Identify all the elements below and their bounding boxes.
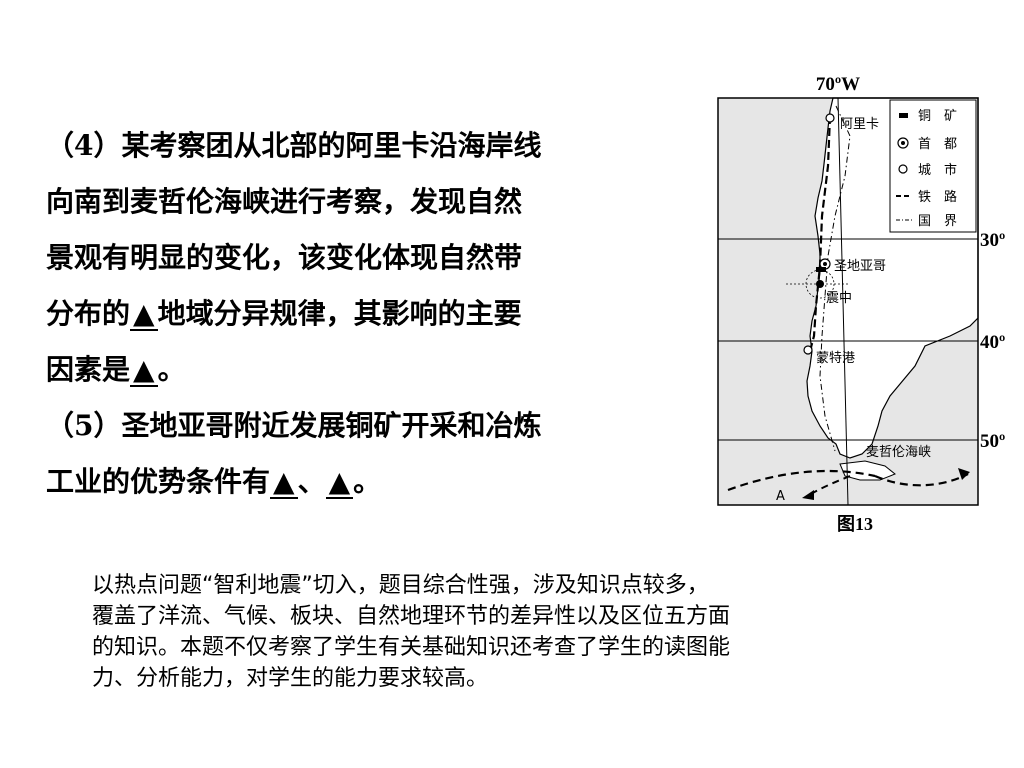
legend-copper-label: 铜 矿 [918, 109, 957, 124]
question-line-7: 工业的优势条件有▲、▲。 [46, 454, 656, 510]
note-line-1: 以热点问题“智利地震”切入，题目综合性强，涉及知识点较多， [92, 573, 709, 598]
meridian-70w [837, 97, 849, 506]
legend-border-label: 国 界 [918, 214, 957, 229]
question-line-7-before: 工业的优势条件有 [46, 465, 271, 498]
copper-mine-marker [816, 267, 826, 272]
copper-legend-icon [899, 113, 908, 118]
legend-railway-label: 铁 路 [918, 189, 957, 205]
legend-city-label: 城 市 [918, 162, 957, 178]
current-branch [807, 475, 851, 497]
city-legend-icon [898, 164, 908, 174]
note-line-4: 力、分析能力，对学生的能力要求较高。 [92, 666, 489, 691]
question-line-1: （4）某考察团从北部的阿里卡沿海岸线 [46, 129, 542, 162]
commentary-note: 以热点问题“智利地震”切入，题目综合性强，涉及知识点较多， 覆盖了洋流、气候、板… [92, 570, 942, 694]
longitude-label: 70ºW [816, 74, 860, 95]
question-line-5-after: 。 [157, 353, 186, 386]
question-line-7-after: 。 [353, 465, 382, 498]
current-arrowhead-branch [802, 490, 814, 500]
current-arrowhead-east [958, 468, 970, 480]
question-text: （4）某考察团从北部的阿里卡沿海岸线 向南到麦哲伦海峡进行考察，发现自然 景观有… [46, 118, 656, 510]
question-line-4: 分布的▲地域分异规律，其影响的主要 [46, 286, 656, 342]
current-label-a: A [776, 489, 785, 504]
magellan-strait-label: 麦哲伦海峡 [866, 445, 931, 460]
santiago-label: 圣地亚哥 [834, 259, 886, 274]
question-line-4-before: 分布的 [46, 297, 131, 330]
question-line-5: 因素是▲。 [46, 342, 656, 398]
chile-map: 70ºW 铜 矿 首 都 城 市 铁 路 国 界 阿里 [717, 74, 1005, 534]
puerto-montt-label: 蒙特港 [816, 351, 855, 366]
question-line-7-sep: 、 [297, 465, 326, 498]
lat-label-30: 30º [980, 230, 1005, 251]
answer-blank-1: ▲ [130, 299, 158, 331]
chile-map-figure: 70ºW 铜 矿 首 都 城 市 铁 路 国 界 阿里 [700, 66, 1005, 546]
answer-blank-4: ▲ [325, 467, 354, 499]
lat-label-50: 50º [980, 431, 1005, 452]
current-arrow-east [874, 473, 969, 487]
current-arrow-west [727, 469, 876, 492]
answer-blank-3: ▲ [270, 467, 298, 499]
epicenter-marker [816, 280, 824, 288]
lat-label-40: 40º [980, 332, 1005, 353]
answer-blank-2: ▲ [130, 355, 158, 387]
note-line-2: 覆盖了洋流、气候、板块、自然地理环节的差异性以及区位五方面 [92, 604, 731, 629]
note-line-3: 的知识。本题不仅考察了学生有关基础知识还考查了学生的读图能 [92, 635, 731, 660]
map-frame [717, 97, 979, 506]
arica-label: 阿里卡 [840, 117, 879, 132]
question-line-6: （5）圣地亚哥附近发展铜矿开采和冶炼 [46, 409, 542, 442]
question-line-5-before: 因素是 [46, 353, 131, 386]
santiago-capital-dot [823, 262, 827, 266]
question-line-3: 景观有明显的变化，该变化体现自然带 [46, 241, 523, 274]
arica-city-marker [825, 113, 835, 123]
figure-caption: 图13 [837, 514, 873, 534]
capital-legend-dot [901, 141, 905, 145]
capital-legend-icon [897, 137, 909, 149]
puerto-montt-marker [803, 345, 813, 355]
question-line-4-after: 地域分异规律，其影响的主要 [157, 297, 522, 330]
epicenter-label: 震中 [826, 291, 852, 306]
question-line-2: 向南到麦哲伦海峡进行考察，发现自然 [46, 185, 523, 218]
legend-capital-label: 首 都 [918, 137, 957, 152]
